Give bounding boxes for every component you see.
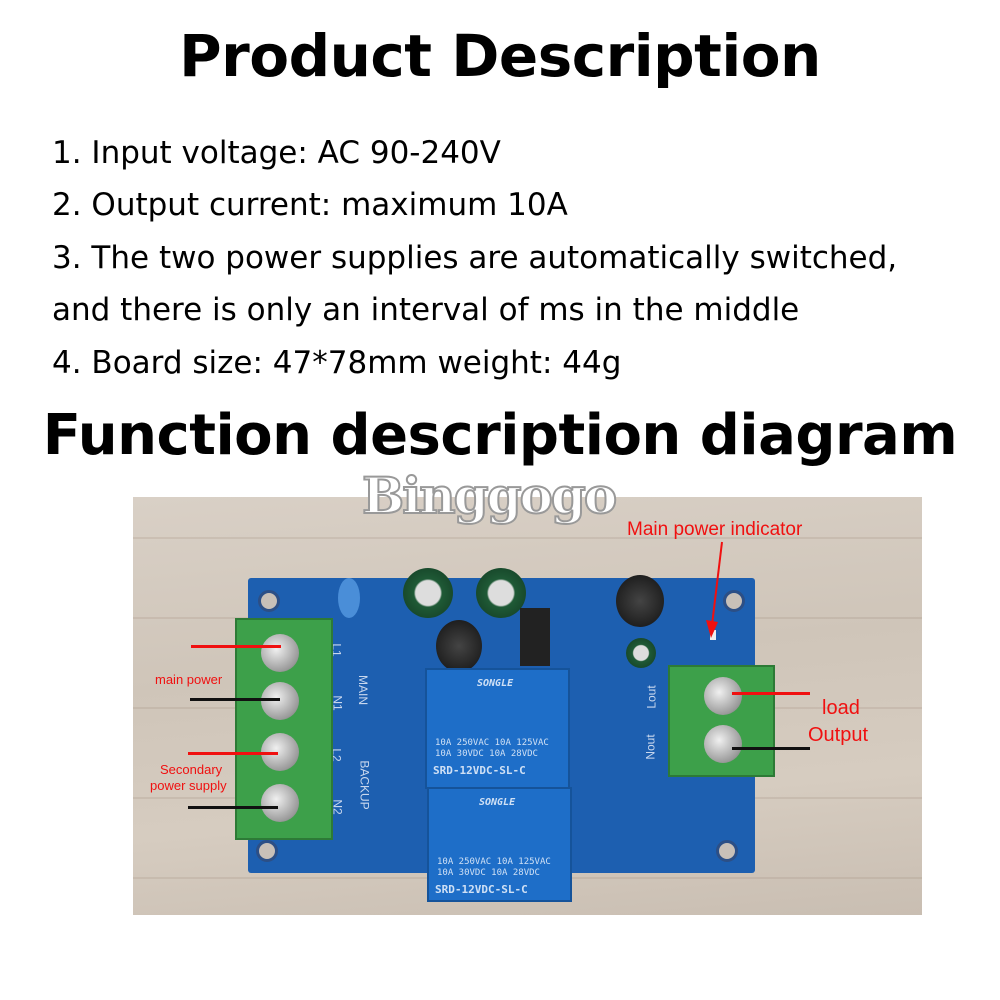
page-title: Product Description [179,22,821,90]
indicator-arrow [706,541,723,638]
inductor [616,575,664,627]
relay-rating: 10A 250VAC 10A 125VAC [435,738,549,748]
spec-line: 1. Input voltage: AC 90-240V [52,135,501,171]
label-output: Output [808,724,869,746]
relay-rating: 10A 250VAC 10A 125VAC [437,857,551,867]
capacitor [403,568,453,618]
capacitor [476,568,526,618]
label-secondary: Secondary [160,762,223,777]
section-title: Function description diagram [42,403,958,468]
silk-nout: Nout [643,734,658,760]
neutral-wire-marker [190,698,280,701]
relay-brand: SONGLE [479,797,516,808]
live-wire-marker [732,692,810,695]
relay-brand: SONGLE [477,678,514,689]
screw-terminal-N1 [261,682,299,720]
screw-terminal-N2 [261,784,299,822]
spec-line: and there is only an interval of ms in t… [52,292,800,328]
spec-line: 4. Board size: 47*78mm weight: 44g [52,345,622,381]
label-power-supply: power supply [150,778,227,793]
watermark-logo: Binggogo [361,465,618,526]
silk-lout: Lout [644,685,659,709]
label-load: load [822,697,860,719]
power-led [710,630,716,640]
live-wire-marker [191,645,281,648]
silk-main: MAIN [356,675,370,705]
live-wire-marker [188,752,278,755]
screw-terminal-Lout [704,677,742,715]
relay-rating: 10A 30VDC 10A 28VDC [437,868,540,878]
relay-model: SRD-12VDC-SL-C [433,764,526,777]
silk-backup: BACKUP [357,760,372,810]
relay-model: SRD-12VDC-SL-C [435,883,528,896]
capacitor [626,638,656,668]
screw-terminal-Nout [704,725,742,763]
label-main-power-indicator: Main power indicator [627,519,803,540]
y-capacitor [338,578,360,618]
screw-terminal-L1 [261,634,299,672]
relay-rating: 10A 30VDC 10A 28VDC [435,749,538,759]
spec-line: 2. Output current: maximum 10A [52,187,568,223]
label-main-power: main power [155,672,223,687]
inductor [436,620,482,672]
chip [520,608,550,666]
neutral-wire-marker [188,806,278,809]
output-terminal-block [668,665,775,777]
neutral-wire-marker [732,747,810,750]
spec-line: 3. The two power supplies are automatica… [52,240,898,276]
